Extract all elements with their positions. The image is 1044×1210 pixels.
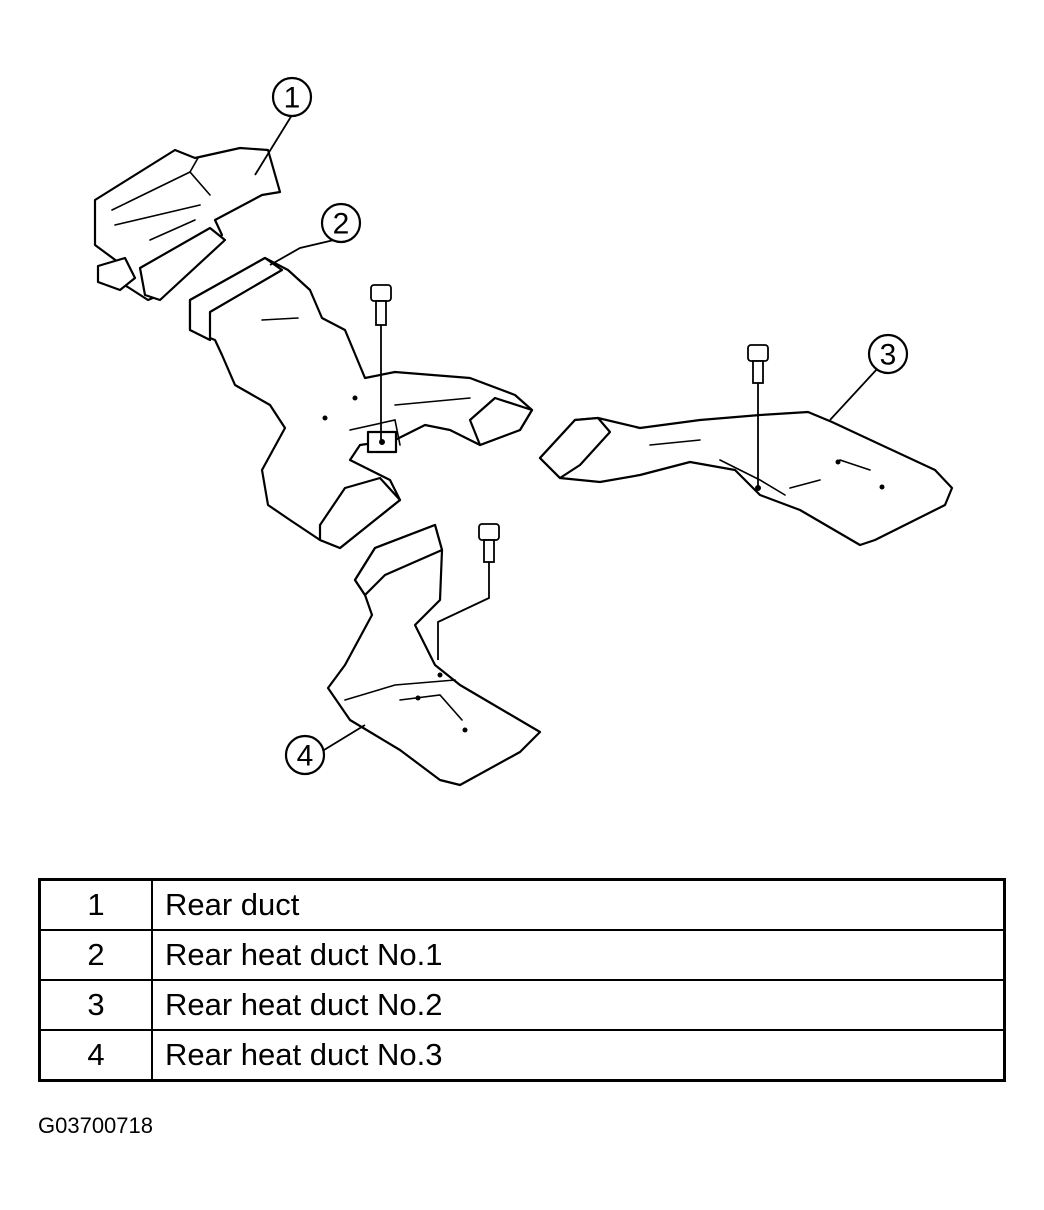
rear-heat-duct-no1-part (188, 256, 534, 550)
callout-4-label: 4 (297, 740, 314, 773)
rear-heat-duct-no3-part (326, 523, 542, 787)
callout-2-label: 2 (333, 208, 350, 241)
parts-legend-table: 1 Rear duct 2 Rear heat duct No.1 3 Rear… (38, 878, 1006, 1082)
legend-row: 2 Rear heat duct No.1 (38, 929, 1006, 981)
bolt-2 (747, 344, 769, 490)
legend-number: 2 (38, 929, 153, 981)
callout-3: 3 (867, 333, 909, 375)
rear-heat-duct-no2-part (538, 410, 954, 547)
rear-duct-part (93, 146, 282, 302)
bolt-1 (370, 284, 392, 440)
legend-description: Rear heat duct No.3 (151, 1029, 1006, 1082)
legend-row: 4 Rear heat duct No.3 (38, 1029, 1006, 1082)
callout-1-label: 1 (284, 82, 301, 115)
legend-number: 3 (38, 979, 153, 1031)
callout-2: 2 (320, 202, 362, 244)
callout-1: 1 (271, 76, 313, 118)
duct-exploded-diagram: 1 2 3 4 (93, 76, 954, 787)
legend-description: Rear heat duct No.1 (151, 929, 1006, 981)
bolt-3 (437, 523, 500, 660)
legend-row: 1 Rear duct (38, 878, 1006, 931)
figure-id: G03700718 (38, 1113, 153, 1138)
callout-4: 4 (284, 734, 326, 776)
callout-3-label: 3 (880, 339, 897, 372)
legend-description: Rear duct (151, 878, 1006, 931)
legend-number: 1 (38, 878, 153, 931)
legend-description: Rear heat duct No.2 (151, 979, 1006, 1031)
legend-row: 3 Rear heat duct No.2 (38, 979, 1006, 1031)
legend-number: 4 (38, 1029, 153, 1082)
